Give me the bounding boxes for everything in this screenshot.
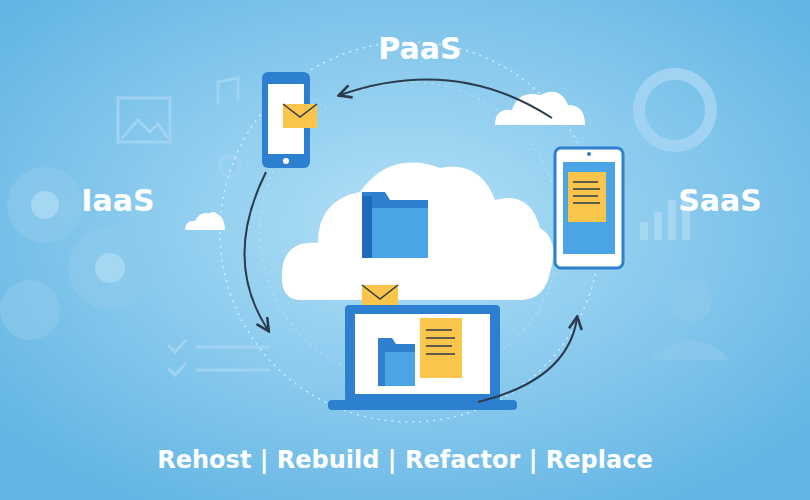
service-label: PaaS xyxy=(378,32,461,65)
service-label: SaaS xyxy=(678,184,762,217)
central-cloud xyxy=(282,163,554,300)
small-cloud xyxy=(495,92,585,125)
laptop-device xyxy=(328,305,517,410)
tablet-device xyxy=(555,148,623,268)
orbit-circle xyxy=(220,42,600,422)
small-cloud xyxy=(185,213,225,230)
folder-icon xyxy=(362,192,428,258)
flow-arrow xyxy=(244,79,577,402)
phone-device xyxy=(262,72,317,168)
service-label: IaaS xyxy=(81,184,154,217)
strategy-label: Rehost | Rebuild | Refactor | Replace xyxy=(157,447,652,473)
